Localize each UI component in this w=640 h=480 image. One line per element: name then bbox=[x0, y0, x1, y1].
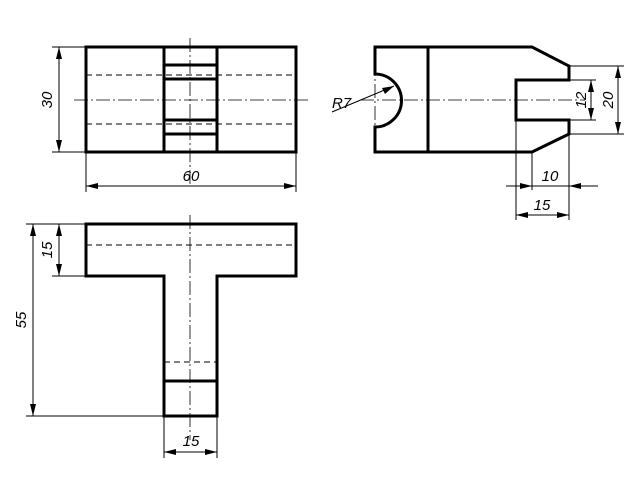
front-height-arrow-bottom bbox=[56, 140, 62, 152]
front-view: 30 60 bbox=[39, 38, 308, 192]
total-height-arrow-top bbox=[30, 224, 36, 236]
stem-width-label: 15 bbox=[183, 433, 200, 450]
front-view-outline bbox=[84, 45, 298, 154]
tab-depth-arrow-right bbox=[557, 212, 569, 218]
front-width-arrow-right bbox=[284, 183, 296, 189]
stem-width-arrow-left bbox=[164, 449, 176, 455]
front-width-label: 60 bbox=[183, 168, 200, 185]
flange-label: 15 bbox=[39, 241, 56, 258]
flange-arrow-top bbox=[56, 224, 62, 236]
top-view-outline bbox=[84, 222, 298, 418]
total-height-label: 55 bbox=[13, 311, 30, 328]
slot-depth-arrow-left bbox=[520, 183, 532, 189]
slot-width-label: 12 bbox=[573, 91, 590, 108]
slot-width-arrow-top bbox=[588, 80, 594, 92]
side-view: R7 12 20 10 15 bbox=[331, 45, 624, 220]
slot-width-arrow-bottom bbox=[588, 108, 594, 120]
flange-arrow-bottom bbox=[56, 264, 62, 276]
tab-depth-arrow-left bbox=[516, 212, 528, 218]
slot-depth-label: 10 bbox=[542, 168, 559, 185]
tab-width-arrow-bottom bbox=[615, 122, 621, 134]
slot-depth-arrow-right bbox=[569, 183, 581, 189]
front-width-arrow-left bbox=[86, 183, 98, 189]
side-view-outline bbox=[373, 45, 571, 154]
total-height-arrow-bottom bbox=[30, 404, 36, 416]
front-height-arrow-top bbox=[56, 47, 62, 59]
stem-width-arrow-right bbox=[205, 449, 217, 455]
top-view: 15 55 15 bbox=[13, 215, 298, 458]
front-height-label: 30 bbox=[39, 91, 56, 108]
tab-width-arrow-top bbox=[615, 66, 621, 78]
radius-leader-arrow bbox=[382, 86, 394, 94]
tab-depth-label: 15 bbox=[534, 197, 551, 214]
radius-label: R7 bbox=[332, 95, 352, 112]
tab-width-label: 20 bbox=[600, 91, 617, 109]
